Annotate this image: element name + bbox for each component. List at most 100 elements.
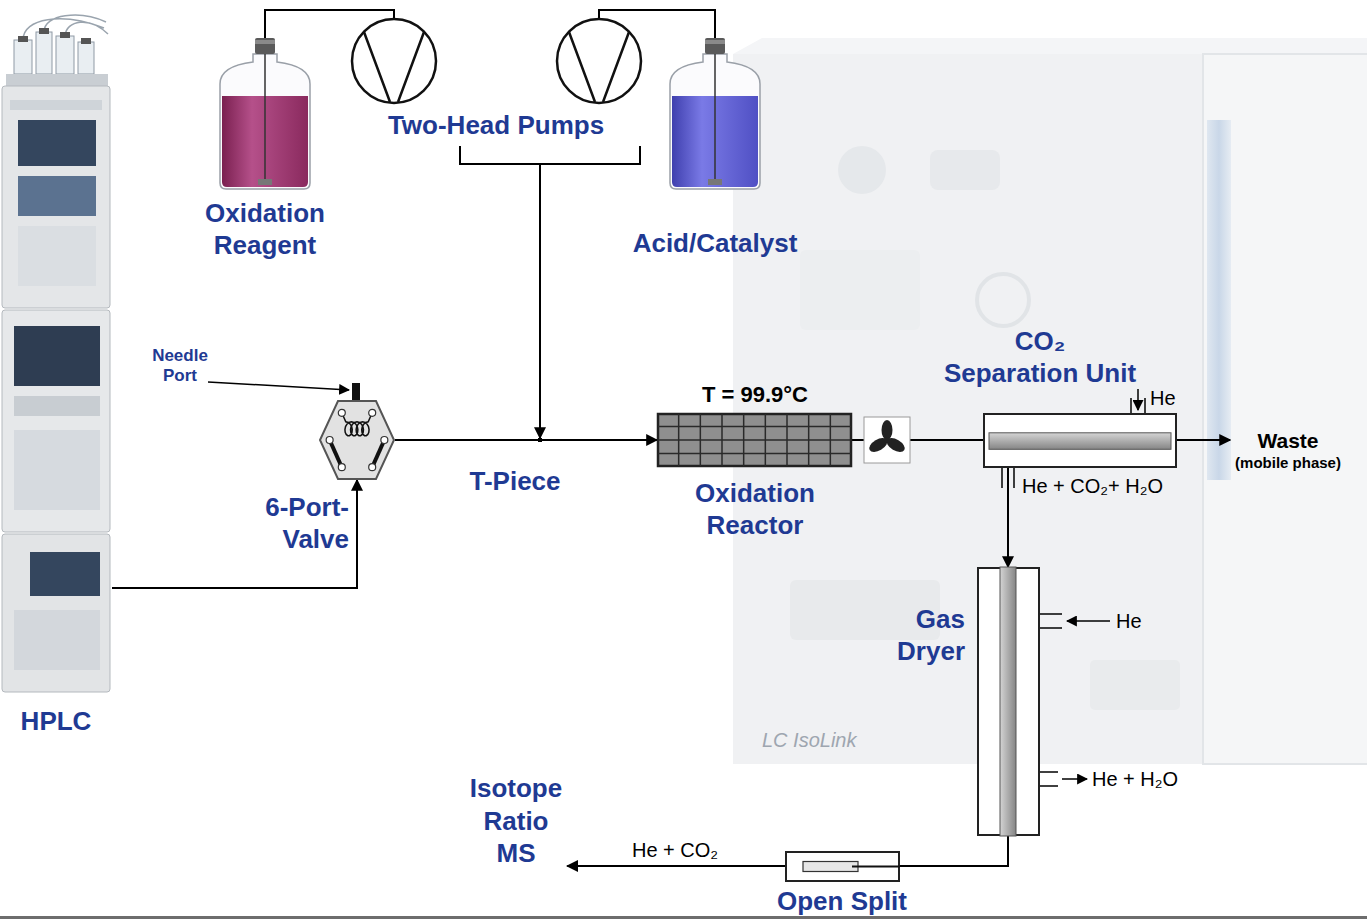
- fan-symbol: [864, 417, 910, 463]
- pump-outlet-line: [460, 146, 640, 164]
- gas-label: He: [1116, 609, 1142, 633]
- module-panel: [18, 176, 96, 216]
- cabinet-knob: [838, 146, 886, 194]
- tube-wall: [1040, 785, 1058, 787]
- fan-housing: [864, 417, 910, 463]
- flow-line: [900, 836, 1008, 866]
- solvent-bottle: [78, 42, 94, 74]
- helium-arrow: [1067, 620, 1110, 622]
- bottle-cap: [60, 32, 70, 38]
- bottle-cap: [39, 28, 49, 34]
- flow-line: [112, 480, 357, 588]
- flow-line: [567, 865, 785, 867]
- dryer-inlet-tube: [1040, 614, 1062, 628]
- cabinet-stripe: [1207, 120, 1231, 480]
- sample-loop: [342, 413, 372, 436]
- module-panel: [14, 610, 100, 670]
- fan-blade: [884, 435, 907, 455]
- separator-housing: [984, 414, 1176, 467]
- text-line: Oxidation: [695, 478, 815, 510]
- text-line: CO₂: [944, 326, 1136, 358]
- footer-rule: [0, 916, 1367, 919]
- hplc-module: [2, 310, 110, 532]
- tube-wall: [1040, 771, 1058, 773]
- node-label: HPLC: [21, 706, 92, 738]
- reactor-grid: [658, 426, 851, 428]
- tube-filter: [258, 179, 272, 185]
- text-line: Reactor: [695, 510, 815, 542]
- valve-port: [326, 437, 333, 444]
- purge-arrow: [1062, 778, 1087, 780]
- cabinet-gauge: [977, 274, 1029, 326]
- flow-line: [1007, 468, 1009, 567]
- tube-wall: [1040, 627, 1062, 629]
- pump-rotor: [569, 32, 629, 102]
- pump-rotor: [364, 32, 424, 102]
- valve-port: [338, 409, 345, 416]
- tube-wall: [1144, 398, 1146, 413]
- module-panel: [14, 430, 100, 510]
- node-label: CO₂ Separation Unit: [944, 326, 1136, 389]
- text-line: Reagent: [205, 230, 325, 262]
- text-line: Separation Unit: [944, 358, 1136, 390]
- pump-pair: Two-Head Pumps: [348, 18, 645, 165]
- node-label: Two-Head Pumps: [388, 110, 604, 142]
- node-label: Oxidation Reagent: [205, 198, 325, 261]
- node-shape: [218, 38, 312, 190]
- watermark: LC IsoLink: [762, 728, 857, 752]
- valve-port: [338, 464, 345, 471]
- valve-body: [320, 401, 394, 479]
- dip-tube: [714, 52, 716, 180]
- open-split: Open Split: [785, 851, 900, 882]
- node-label: Gas Dryer: [897, 604, 965, 667]
- text-line: Dryer: [897, 636, 965, 668]
- dip-tube: [264, 52, 266, 180]
- cabinet-front: [733, 54, 1367, 764]
- valve-port: [369, 409, 376, 416]
- cap-band: [255, 40, 275, 44]
- module-panel: [10, 100, 102, 110]
- node-label: Waste: [1257, 428, 1318, 454]
- hplc-instrument: HPLC: [0, 28, 112, 694]
- cabinet-top: [733, 38, 1367, 54]
- split-sleeve: [803, 862, 858, 872]
- flow-label: He + CO₂+ H₂O: [1022, 474, 1163, 498]
- leader-arrow: [208, 382, 349, 390]
- tube-wall: [1040, 613, 1062, 615]
- module-display: [14, 326, 100, 386]
- helium-arrow: [1137, 389, 1139, 410]
- cabinet-door: [1203, 54, 1367, 764]
- text-line: Ratio: [470, 805, 562, 838]
- module-display: [30, 552, 100, 596]
- reactor-grid: [658, 453, 851, 455]
- node-label: (mobile phase): [1235, 454, 1341, 472]
- tube-filter: [708, 179, 722, 185]
- flow-line: [395, 439, 538, 441]
- node-label: T-Piece: [469, 466, 560, 498]
- node-shape: [668, 38, 762, 190]
- tube-wall: [1001, 468, 1003, 488]
- valve-port: [369, 464, 376, 471]
- node-label: Open Split: [777, 886, 907, 918]
- valve-port: [381, 437, 388, 444]
- membrane-tube: [1000, 567, 1016, 836]
- text-line: 6-Port-: [265, 492, 349, 524]
- fan-blade: [867, 435, 890, 455]
- text-line: Valve: [265, 524, 349, 556]
- waste-outlet: Waste(mobile phase): [1230, 425, 1346, 475]
- bottle-cap: [255, 38, 275, 54]
- module-panel: [18, 226, 96, 286]
- solvent-bottle: [14, 40, 32, 74]
- hplc-module: [2, 534, 110, 692]
- reactor-body: [658, 414, 851, 466]
- gas-label: He + H₂O: [1092, 767, 1178, 791]
- bottle-cap: [81, 38, 91, 44]
- node-shape: [348, 18, 645, 165]
- text-line: MS: [470, 837, 562, 870]
- node-shape: [977, 567, 1040, 836]
- node-label: 6-Port- Valve: [265, 492, 349, 555]
- dryer-outlet-tube: [1040, 772, 1058, 786]
- text-line: Isotope: [470, 772, 562, 805]
- gas-label: He: [1150, 386, 1176, 410]
- split-housing: [786, 852, 899, 881]
